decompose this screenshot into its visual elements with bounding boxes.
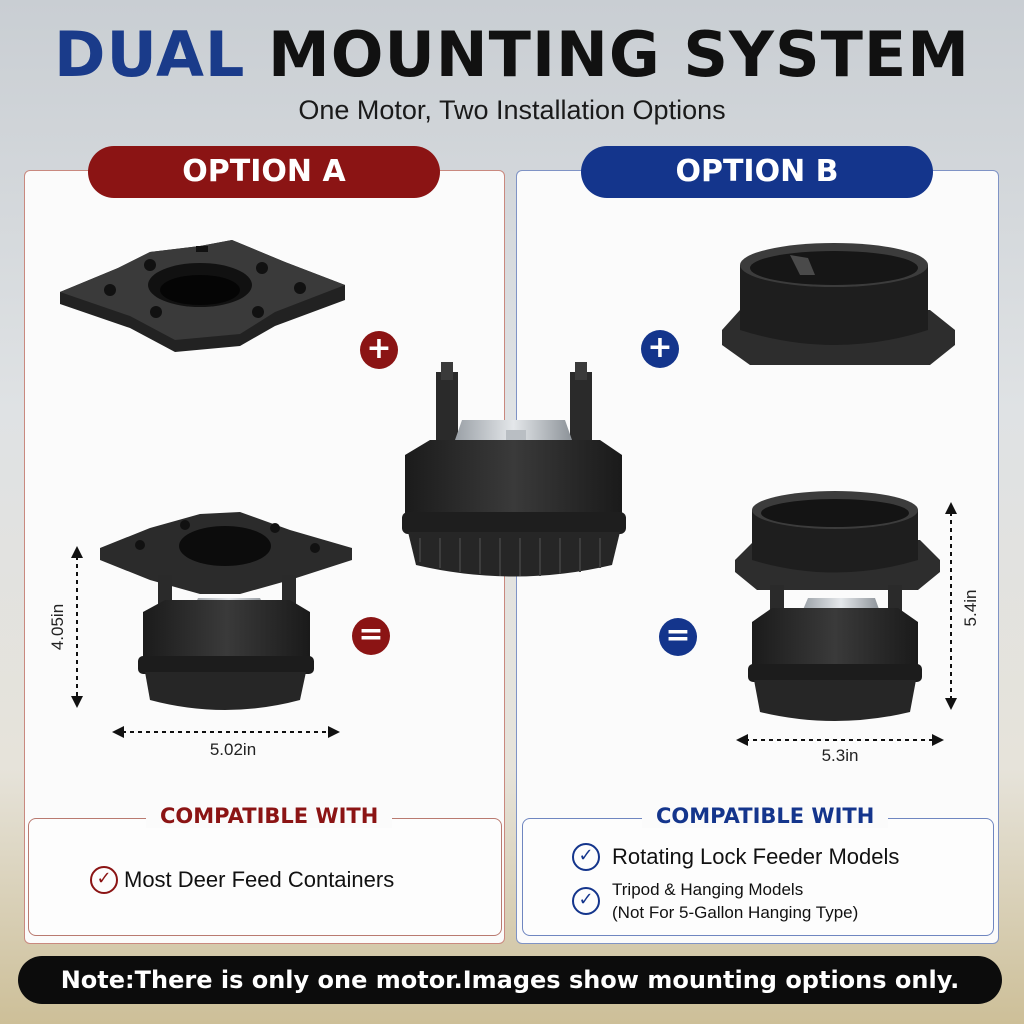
option-b-height-label: 5.4in: [961, 589, 980, 627]
option-b-plus-icon: +: [641, 330, 679, 368]
compatible-item: Most Deer Feed Containers: [124, 867, 395, 892]
subtitle: One Motor, Two Installation Options: [298, 95, 726, 125]
option-b-assembly-icon: [735, 491, 940, 721]
option-b-compatible-box: [522, 818, 994, 936]
check-icon: ✓: [572, 843, 600, 871]
check-icon: ✓: [572, 887, 600, 915]
option-a-width-label: 5.02in: [209, 740, 257, 759]
compatible-item: Rotating Lock Feeder Models: [612, 844, 900, 869]
title-rest: MOUNTING SYSTEM: [268, 18, 970, 91]
motor-icon: [402, 362, 626, 577]
page-title: DUAL MOUNTING SYSTEM: [0, 18, 1024, 91]
option-a-plus-icon: +: [360, 331, 398, 369]
option-b-compatible-title: COMPATIBLE WITH: [642, 804, 889, 828]
option-b-equals-icon: =: [659, 618, 697, 656]
option-a-equals-icon: =: [352, 617, 390, 655]
compatible-item-note: (Not For 5-Gallon Hanging Type): [612, 903, 859, 922]
option-b-label: OPTION B: [581, 146, 933, 198]
option-a-assembly-icon: [100, 512, 352, 710]
option-b-width-label: 5.3in: [821, 746, 859, 765]
compatible-item: Tripod & Hanging Models: [612, 880, 804, 899]
adapter-ring-icon: [722, 243, 955, 365]
mounting-plate-icon: [60, 240, 345, 352]
note-bar: Note:There is only one motor.Images show…: [18, 956, 1002, 1004]
option-a-label: OPTION A: [88, 146, 440, 198]
option-a-compatible-title: COMPATIBLE WITH: [146, 804, 393, 828]
option-a-compatible-box: [28, 818, 502, 936]
option-a-height-label: 4.05in: [48, 603, 67, 651]
title-accent: DUAL: [54, 18, 246, 91]
check-icon: ✓: [90, 866, 118, 894]
dimension-lines: [76, 512, 952, 741]
